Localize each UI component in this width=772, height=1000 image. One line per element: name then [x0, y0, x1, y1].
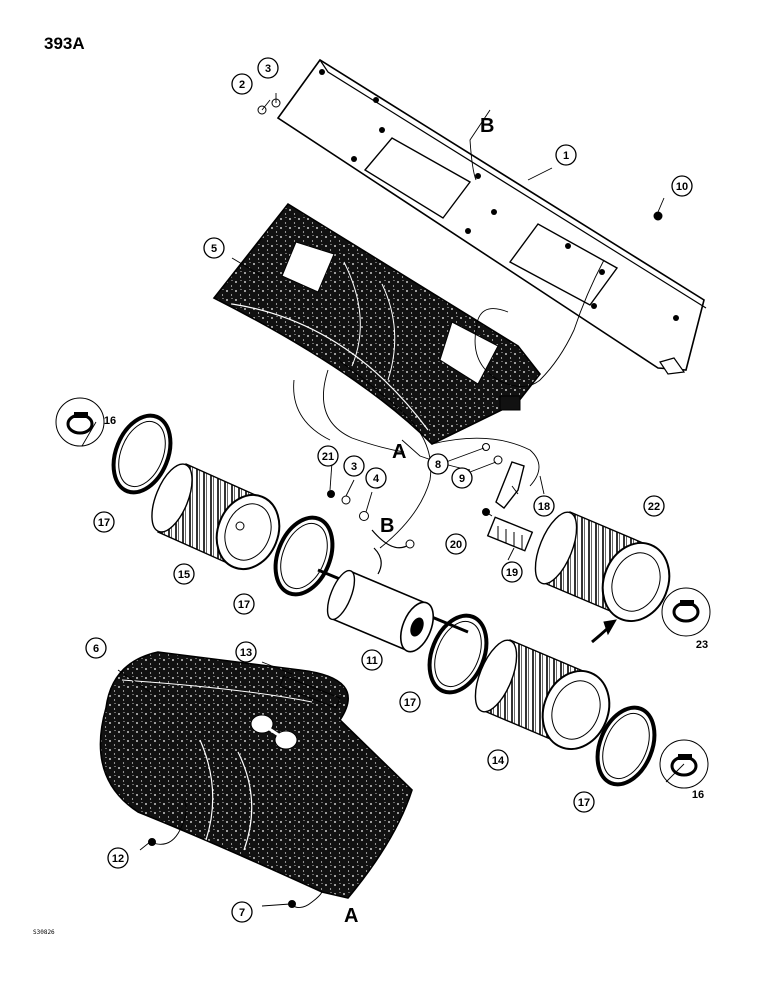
retaining-rings: [111, 413, 657, 787]
callout-20: 20: [445, 533, 467, 555]
callout-19: 19: [501, 561, 523, 583]
section-letter-b-top: B: [480, 115, 494, 137]
svg-text:20: 20: [450, 539, 462, 551]
callout-15: 15: [173, 563, 195, 585]
callout-group: 1 2 3 3 4 5 6 7 8 9 10 11 12 13 14 15 16…: [85, 57, 708, 923]
callout-18: 18: [533, 495, 555, 517]
blower-motor: [317, 529, 469, 653]
callout-13: 13: [235, 641, 257, 663]
hardware: [148, 98, 663, 908]
svg-text:8: 8: [435, 459, 441, 471]
section-letter-a-upper: A: [392, 441, 406, 463]
svg-text:5: 5: [211, 243, 217, 255]
svg-text:2: 2: [239, 79, 245, 91]
callout-8: 8: [427, 453, 449, 475]
callout-7: 7: [231, 901, 253, 923]
callout-6: 6: [85, 637, 107, 659]
callout-14: 14: [487, 749, 509, 771]
callout-17b: 17: [233, 593, 255, 615]
callout-17c: 17: [399, 691, 421, 713]
mounting-plate: [276, 58, 707, 375]
blower-wheel-left: [151, 463, 281, 570]
callout-17a: 17: [93, 511, 115, 533]
callout-17d: 17: [573, 791, 595, 813]
svg-text:3: 3: [351, 461, 357, 473]
svg-text:10: 10: [676, 181, 688, 193]
svg-text:9: 9: [459, 473, 465, 485]
svg-text:17: 17: [98, 517, 110, 529]
callout-2: 2: [231, 73, 253, 95]
gasket-strip: [279, 675, 341, 709]
svg-text:6: 6: [93, 643, 99, 655]
svg-text:16: 16: [692, 789, 704, 801]
section-letter-a-lower: A: [344, 905, 358, 927]
callout-5: 5: [203, 237, 225, 259]
svg-text:3: 3: [265, 63, 271, 75]
svg-text:19: 19: [506, 567, 518, 579]
blower-wheel-right: [534, 511, 671, 622]
callout-22: 22: [643, 495, 665, 517]
svg-text:1: 1: [563, 150, 569, 162]
svg-text:11: 11: [366, 655, 378, 667]
callout-1: 1: [555, 144, 577, 166]
callout-4: 4: [365, 467, 387, 489]
svg-text:22: 22: [648, 501, 660, 513]
drawing-code: S30826: [33, 929, 55, 936]
svg-text:21: 21: [322, 451, 334, 463]
svg-text:23: 23: [696, 639, 708, 651]
callout-3: 3: [257, 57, 279, 79]
callout-12: 12: [107, 847, 129, 869]
svg-text:4: 4: [373, 473, 380, 485]
svg-text:18: 18: [538, 501, 550, 513]
section-letter-b-motor: B: [380, 515, 394, 537]
svg-text:12: 12: [112, 853, 124, 865]
callout-16: 16: [104, 415, 116, 427]
callout-10: 10: [671, 175, 693, 197]
callout-23: 23: [696, 639, 708, 651]
svg-text:15: 15: [178, 569, 190, 581]
blower-wheel-center: [474, 639, 611, 750]
callout-16b: 16: [692, 789, 704, 801]
upper-housing-half: [212, 202, 542, 445]
callout-3b: 3: [343, 455, 365, 477]
svg-text:14: 14: [492, 755, 505, 767]
svg-text:7: 7: [239, 907, 245, 919]
callout-9: 9: [451, 467, 473, 489]
svg-text:17: 17: [238, 599, 250, 611]
hose-clamp-right: [661, 587, 711, 637]
svg-text:13: 13: [240, 647, 252, 659]
hose-clamp-upper: [55, 397, 105, 447]
callout-21: 21: [317, 445, 339, 467]
page-number: 393A: [44, 34, 85, 53]
lower-housing-half: [99, 651, 413, 899]
svg-text:16: 16: [104, 415, 116, 427]
svg-text:17: 17: [578, 797, 590, 809]
callout-11: 11: [361, 649, 383, 671]
svg-text:17: 17: [404, 697, 416, 709]
